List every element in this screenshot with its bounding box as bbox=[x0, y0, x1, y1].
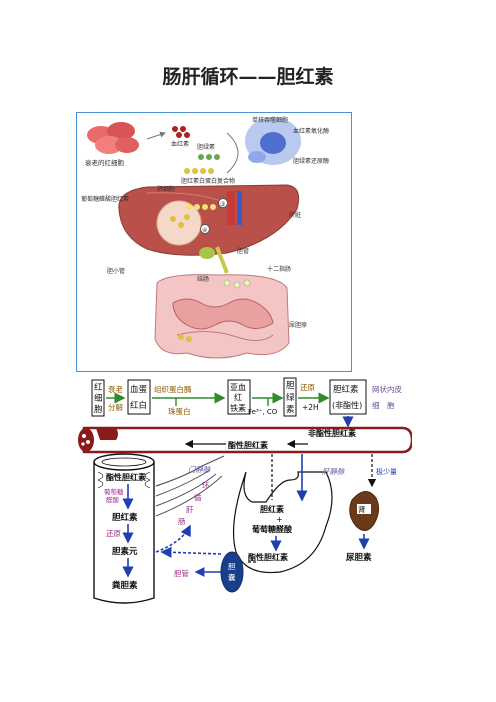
reticulo-2: 细 胞 bbox=[372, 400, 395, 410]
liver-shape bbox=[118, 184, 300, 256]
mononuclear-cell bbox=[245, 117, 301, 165]
label-plus-2h: +2H bbox=[302, 403, 319, 412]
gallbladder: 胆 囊 bbox=[220, 551, 244, 593]
label-intestine-bilirubin: 胆红素 bbox=[111, 512, 138, 523]
anatomy-figure: 衰老的红细胞 血红素 胆绿素 胆红素白蛋白复合物 单核吞噬细胞 血红素氧化酶 胆… bbox=[76, 112, 352, 372]
step-3: ③ bbox=[220, 201, 225, 208]
rbc-char-3: 胞 bbox=[94, 404, 103, 415]
gallbladder-1: 胆 bbox=[228, 562, 236, 571]
label-reduce-top: 还原 bbox=[300, 382, 315, 392]
cycle-1: 环 bbox=[202, 481, 210, 490]
label-senescent-rbc: 衰老的红细胞 bbox=[85, 158, 125, 167]
label-urobilinogen: 尿胆原 bbox=[289, 322, 307, 329]
cycle-3: 肝 bbox=[186, 505, 194, 514]
cycle-2: 循 bbox=[194, 492, 202, 502]
label-bile-duct: 胆管 bbox=[237, 247, 249, 255]
label-liver-bilirubin: 胆红素 bbox=[260, 504, 284, 514]
portal-vein bbox=[155, 455, 225, 553]
label-colon: 结肠 bbox=[197, 275, 209, 283]
bilirubin-row-liver bbox=[186, 204, 216, 210]
page-title: 肠肝循环——胆红素 bbox=[162, 66, 334, 88]
biliverdin-2: 绿 bbox=[286, 392, 295, 403]
hemoglobin-bottom: 红白 bbox=[130, 400, 147, 411]
anatomy-svg: 衰老的红细胞 血红素 胆绿素 胆红素白蛋白复合物 单核吞噬细胞 血红素氧化酶 胆… bbox=[81, 116, 329, 359]
label-glucuronidase-1: 葡萄糖 bbox=[104, 487, 124, 496]
label-hemoglobin: 血红素 bbox=[171, 140, 189, 148]
red-blood-cells bbox=[87, 122, 139, 154]
kidney: 肾 bbox=[349, 491, 380, 531]
label-intestine-conj: 酯性胆红素 bbox=[106, 472, 146, 482]
intestines bbox=[154, 274, 290, 359]
top-row: 红 细 胞 衰老 分解 血蛋 红白 组织蛋白酶 珠蛋白 亚血 红 铁素 Fe³⁺… bbox=[91, 377, 402, 428]
label-unconj-vessel: 非酯性胆红素 bbox=[308, 428, 356, 438]
bilirubin-nonconj: (非酯性) bbox=[332, 400, 362, 410]
biliverdin-3: 素 bbox=[286, 404, 295, 415]
label-hepatocyte: 肝细胞 bbox=[157, 185, 175, 193]
hepatocyte-zoom bbox=[156, 200, 202, 246]
label-fe-co: Fe³⁺, CO bbox=[248, 408, 278, 416]
biliverdin-dots bbox=[198, 154, 220, 160]
label-kidney: 肾 bbox=[358, 505, 366, 514]
bilirubin-dots bbox=[184, 168, 214, 174]
heme-1: 亚血 bbox=[230, 382, 246, 392]
label-bilirubin-albumin: 胆红素白蛋白复合物 bbox=[181, 177, 235, 185]
label-mononuclear: 单核吞噬细胞 bbox=[252, 116, 288, 124]
biliverdin-1: 胆 bbox=[286, 381, 295, 391]
gallbladder-2: 囊 bbox=[228, 572, 236, 582]
label-gall-duct: 胆管 bbox=[174, 568, 189, 578]
cycle-4: 肠 bbox=[178, 517, 186, 526]
reticulo-1: 网状内皮 bbox=[372, 384, 402, 394]
label-conj-vessel: 酯性胆红素 bbox=[228, 440, 268, 450]
label-portal-vein: 门静脉 bbox=[188, 465, 212, 474]
label-glucuronic: 葡萄糖醛酸 bbox=[251, 524, 293, 534]
label-conj-bilirubin: 葡萄糖醛酸胆红素 bbox=[81, 195, 129, 203]
label-liver: 肝脏 bbox=[289, 211, 301, 219]
bilirubin-top: 胆红素 bbox=[333, 384, 359, 395]
label-intestine-reduce: 还原 bbox=[106, 528, 121, 538]
label-heme-oxygenase: 血红素氧化酶 bbox=[293, 127, 329, 135]
hemoglobin-top: 血蛋 bbox=[130, 384, 148, 395]
rbc-char-2: 细 bbox=[94, 393, 103, 404]
label-liver-conj: 酯性胆红素 bbox=[248, 552, 288, 562]
label-liver-plus: + bbox=[276, 515, 283, 524]
label-aging: 衰老 bbox=[108, 384, 123, 394]
label-duodenum: 十二指肠 bbox=[267, 265, 291, 273]
heme-dots bbox=[172, 126, 190, 138]
label-small-amount: 极少量 bbox=[376, 467, 397, 476]
heme-3: 铁素 bbox=[230, 403, 246, 413]
label-hepatic-vein: 肝静脉 bbox=[322, 467, 346, 476]
metabolism-diagram: 红 细 胞 衰老 分解 血蛋 红白 组织蛋白酶 珠蛋白 亚血 红 铁素 Fe³⁺… bbox=[76, 376, 414, 608]
label-biliverdin: 胆绿素 bbox=[197, 143, 215, 151]
label-stercobilin: 粪胆素 bbox=[112, 580, 138, 591]
label-biliverdin-reductase: 胆绿素还原酶 bbox=[293, 157, 329, 165]
label-urobilinogen-box: 胆素元 bbox=[111, 546, 138, 557]
label-decompose: 分解 bbox=[108, 402, 123, 412]
heme-2: 红 bbox=[234, 392, 242, 402]
step-4: ④ bbox=[202, 227, 207, 234]
label-urobilin: 尿胆素 bbox=[346, 552, 372, 563]
label-bile-canaliculus: 胆小管 bbox=[107, 267, 125, 275]
rbc-char-1: 红 bbox=[94, 382, 103, 393]
metabolism-svg: 红 细 胞 衰老 分解 血蛋 红白 组织蛋白酶 珠蛋白 亚血 红 铁素 Fe³⁺… bbox=[78, 377, 414, 604]
label-globin: 珠蛋白 bbox=[168, 406, 191, 416]
label-glucuronidase-2: 醛酸 bbox=[106, 495, 120, 504]
liver-region bbox=[232, 454, 333, 574]
label-tissue-enzyme: 组织蛋白酶 bbox=[154, 384, 192, 394]
